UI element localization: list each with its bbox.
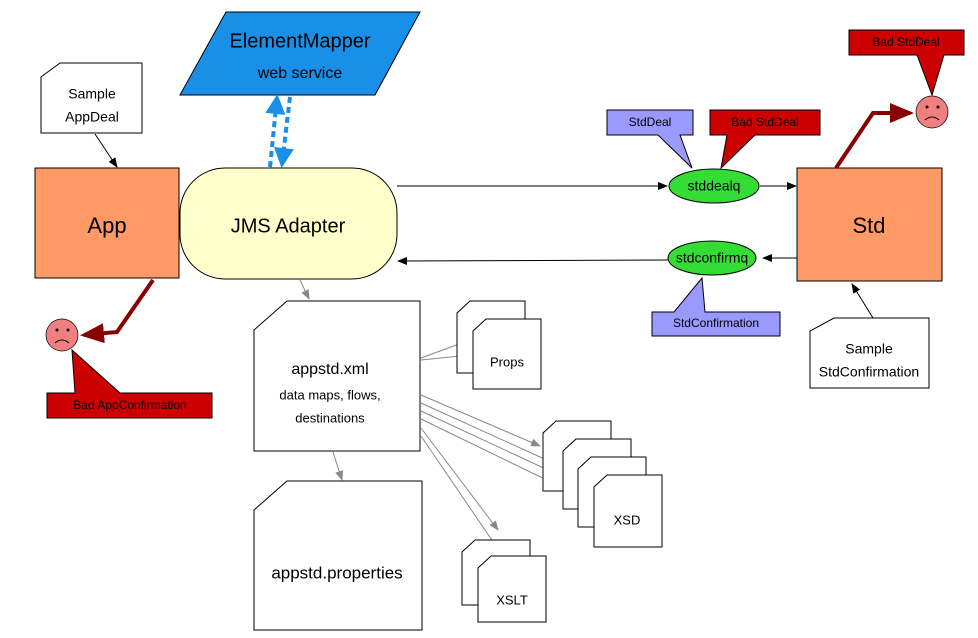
element-mapper-title: ElementMapper (229, 30, 371, 52)
xml-to-properties-arrow (332, 451, 344, 481)
stdconfirmq-to-adapter-arrow (397, 256, 669, 265)
appstd-xml-line2: destinations (295, 410, 365, 425)
app-component: App (34, 167, 180, 279)
jms-adapter-label: JMS Adapter (231, 215, 346, 237)
std-deal-label: StdDeal (629, 115, 672, 129)
std-component: Std (796, 167, 943, 282)
stddealq-queue: stddealq (668, 168, 760, 204)
sad-face-icon (45, 318, 79, 352)
element-mapper-subtitle: web service (257, 65, 343, 82)
xslt-label: XSLT (496, 592, 528, 607)
stdconfirmq-label: stdconfirmq (676, 250, 748, 266)
bad-std-deal-label: Bad StdDeal (872, 35, 939, 49)
appstd-xml-line1: data maps, flows, (279, 387, 380, 402)
sample-appdeal-document: Sample AppDeal (40, 62, 143, 134)
bad-std-deal-queue-callout: Bad StdDeal (709, 109, 821, 170)
std-label: Std (852, 213, 885, 238)
std-error-arrow (834, 103, 914, 170)
props-documents: Props (456, 300, 542, 390)
xml-to-xsd-arrow (420, 394, 541, 447)
stdconfirmq-queue: stdconfirmq (667, 240, 757, 276)
adapter-to-appstd-arrow (299, 279, 310, 300)
bad-std-deal-callout: Bad StdDeal (848, 29, 965, 97)
app-label: App (87, 213, 126, 238)
xslt-documents: XSLT (461, 539, 547, 623)
xml-to-xslt-arrow (420, 435, 501, 553)
jms-adapter: JMS Adapter (179, 167, 398, 280)
sample-stdconfirmation-document: Sample StdConfirmation (809, 317, 930, 389)
stdconfirmation-to-std-arrow (851, 283, 874, 319)
appdeal-to-app-arrow (94, 133, 118, 168)
xsd-documents: XSD (542, 420, 663, 548)
std-confirmation-callout: StdConfirmation (651, 276, 781, 337)
app-error-arrow (80, 278, 155, 344)
props-label: Props (490, 354, 524, 369)
xml-to-xslt-arrow (420, 427, 499, 531)
sad-face-icon (915, 95, 949, 129)
std-deal-callout: StdDeal (606, 109, 694, 169)
stddealq-label: stddealq (688, 178, 741, 194)
mapper-request-arrow (265, 94, 286, 168)
sample-stdconfirmation-line2: StdConfirmation (819, 364, 919, 380)
appstd-xml-document: appstd.xml data maps, flows, destination… (253, 300, 421, 452)
appstd-properties-label: appstd.properties (271, 563, 402, 582)
appstd-xml-title: appstd.xml (291, 361, 368, 378)
element-mapper-web-service: ElementMapper web service (179, 11, 421, 96)
sample-appdeal-line2: AppDeal (65, 109, 119, 125)
xml-to-xsd-arrow (420, 402, 561, 467)
std-confirmation-label: StdConfirmation (673, 316, 759, 330)
mapper-response-arrow (273, 96, 294, 168)
appstd-properties-document: appstd.properties (253, 480, 423, 631)
xsd-label: XSD (614, 512, 641, 527)
sample-stdconfirmation-line1: Sample (845, 341, 893, 357)
sample-appdeal-line1: Sample (68, 86, 116, 102)
bad-std-deal-queue-label: Bad StdDeal (731, 115, 798, 129)
bad-app-confirmation-label: Bad AppConfirmation (73, 398, 186, 412)
bad-app-confirmation-callout: Bad AppConfirmation (46, 348, 213, 419)
